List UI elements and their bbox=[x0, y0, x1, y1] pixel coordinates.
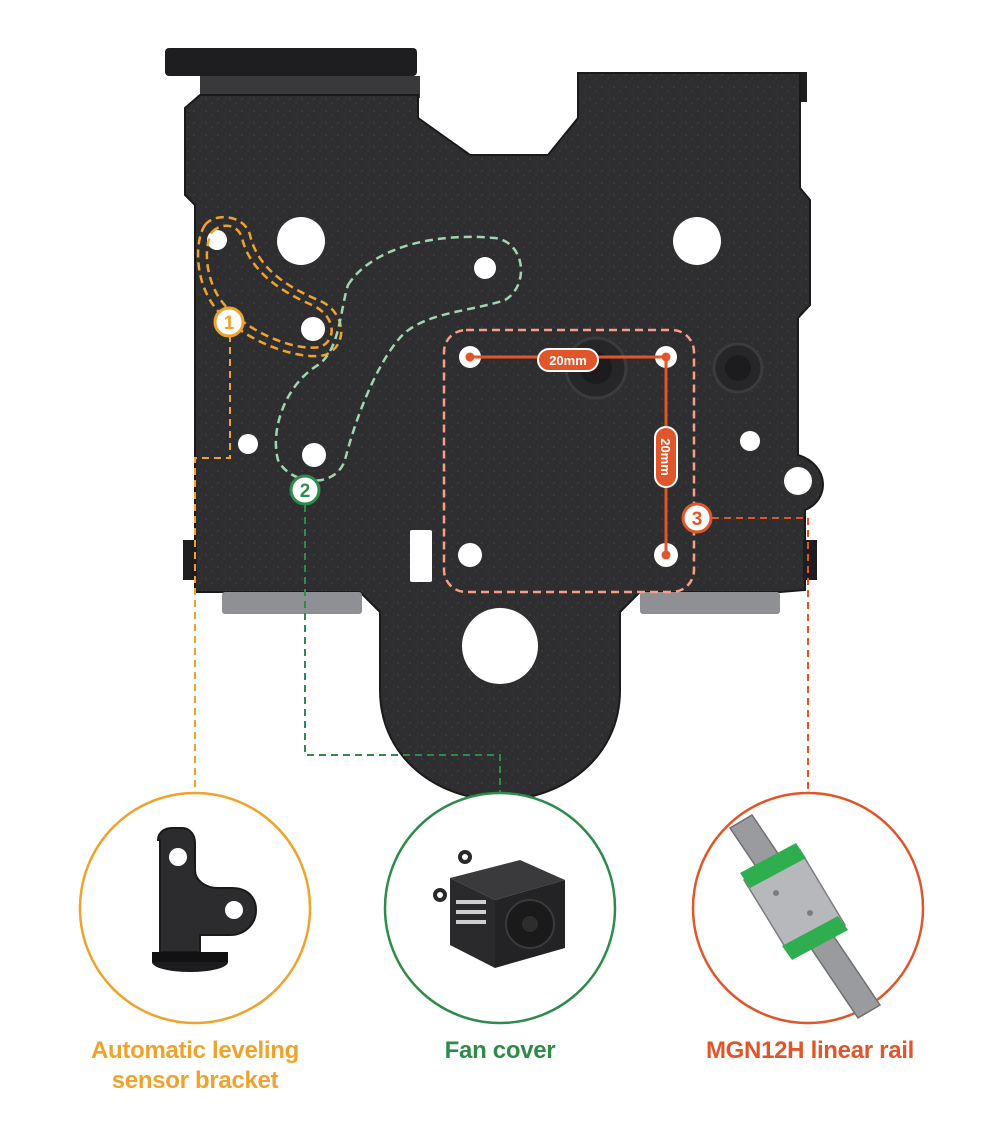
leader-line-3 bbox=[712, 517, 809, 795]
marker-2: 2 bbox=[289, 474, 321, 506]
caption-line: sensor bracket bbox=[111, 1067, 279, 1094]
hole bbox=[277, 217, 325, 265]
leader-line-1 bbox=[194, 335, 231, 795]
caption-fan-cover: Fan cover bbox=[400, 1036, 600, 1066]
hole bbox=[302, 443, 326, 467]
slot bbox=[410, 530, 432, 582]
leader-line-2 bbox=[304, 505, 501, 795]
sensor-bracket-outline bbox=[196, 215, 343, 358]
hole bbox=[207, 230, 227, 250]
marker-3: 3 bbox=[681, 502, 713, 534]
dimension-horizontal-text: 20mm bbox=[549, 353, 587, 368]
dimension-vertical-text: 20mm bbox=[658, 438, 673, 476]
dimension-label-vertical: 20mm bbox=[654, 426, 678, 488]
hole bbox=[740, 431, 760, 451]
sensor-bracket-outline-inner bbox=[205, 224, 333, 349]
sensor-bracket-icon bbox=[152, 827, 258, 972]
hole bbox=[673, 217, 721, 265]
bottom-tab-left bbox=[222, 592, 362, 614]
top-flange-slot bbox=[200, 76, 420, 98]
mounting-holes bbox=[207, 217, 812, 684]
left-ear bbox=[183, 540, 197, 580]
caption-line: Automatic leveling bbox=[91, 1037, 299, 1064]
top-flange bbox=[165, 48, 417, 76]
caption-line: Fan cover bbox=[444, 1037, 556, 1064]
caption-line: MGN12H linear rail bbox=[705, 1037, 914, 1064]
fan-cover-outline bbox=[274, 235, 523, 482]
hotend-carriage-plate bbox=[165, 48, 824, 802]
hole bbox=[462, 608, 538, 684]
dimension-label-horizontal: 20mm bbox=[537, 348, 599, 372]
hole bbox=[301, 317, 325, 341]
hole bbox=[458, 543, 482, 567]
hole bbox=[784, 467, 812, 495]
svg-text:1: 1 bbox=[224, 313, 235, 334]
fan-cover-icon bbox=[433, 850, 565, 968]
plate-body bbox=[184, 72, 824, 802]
caption-sensor-bracket: Automatic leveling sensor bracket bbox=[60, 1036, 330, 1096]
right-ear bbox=[803, 540, 817, 580]
svg-text:2: 2 bbox=[300, 481, 311, 502]
bottom-tab-right bbox=[640, 592, 780, 614]
marker-1: 1 bbox=[213, 306, 245, 338]
caption-linear-rail: MGN12H linear rail bbox=[680, 1036, 940, 1066]
svg-text:3: 3 bbox=[692, 509, 703, 530]
hole bbox=[238, 434, 258, 454]
hole bbox=[474, 257, 496, 279]
linear-rail-icon bbox=[728, 813, 882, 1020]
